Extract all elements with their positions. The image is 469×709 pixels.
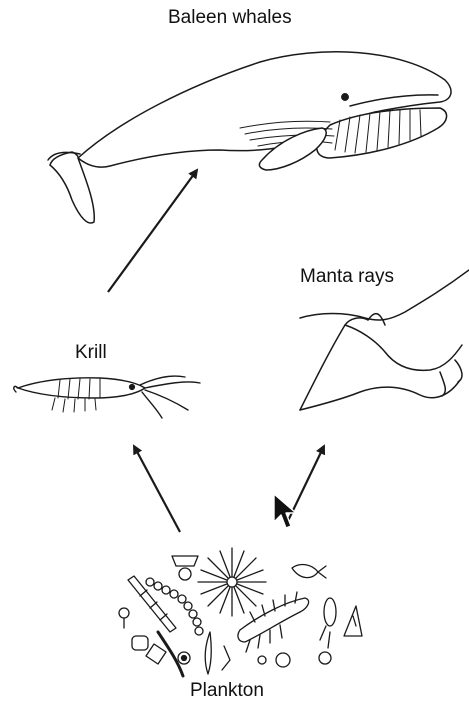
krill-icon [14,376,200,418]
manta-ray-icon [300,270,469,410]
arrow-krill-to-whales [108,170,197,292]
arrow-plankton-to-krill [134,446,180,532]
plankton-cluster-icon [119,548,362,676]
baleen-whale-icon [48,52,451,223]
food-web-arrows [108,170,324,532]
mouse-pointer-icon [272,492,298,532]
